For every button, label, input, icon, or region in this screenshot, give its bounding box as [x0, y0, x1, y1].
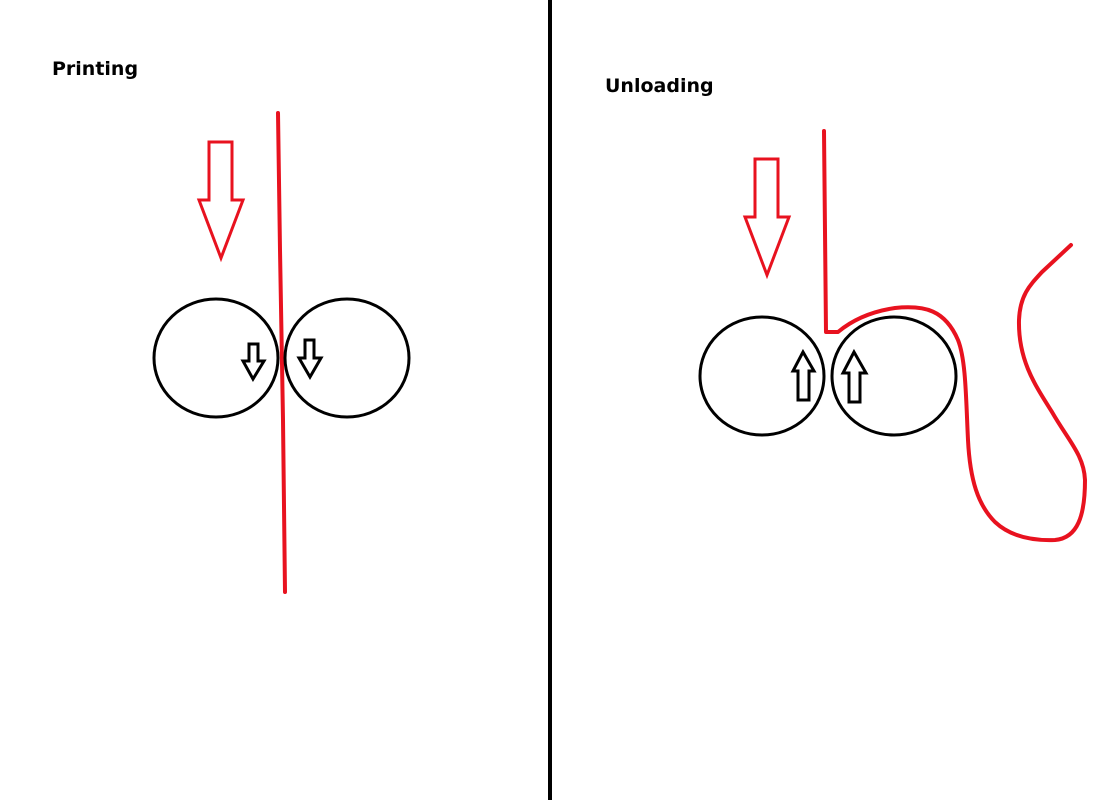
feed-direction-arrow-icon [742, 157, 792, 280]
rotation-arrow-up-icon [840, 348, 869, 404]
right-idler-gear [830, 315, 958, 437]
printing-panel [152, 111, 411, 594]
printing-title: Printing [52, 58, 139, 80]
rotation-arrow-up-icon [790, 348, 817, 402]
unloading-title: Unloading [605, 75, 714, 97]
left-drive-gear [152, 297, 280, 419]
feed-direction-arrow-icon [196, 140, 246, 263]
right-idler-gear [283, 297, 411, 419]
filament-line [276, 111, 287, 594]
rotation-arrow-down-icon [296, 338, 324, 380]
unloading-panel [698, 129, 1087, 543]
filament-line [822, 129, 1087, 543]
rotation-arrow-down-icon [240, 342, 267, 382]
left-drive-gear [698, 315, 826, 437]
